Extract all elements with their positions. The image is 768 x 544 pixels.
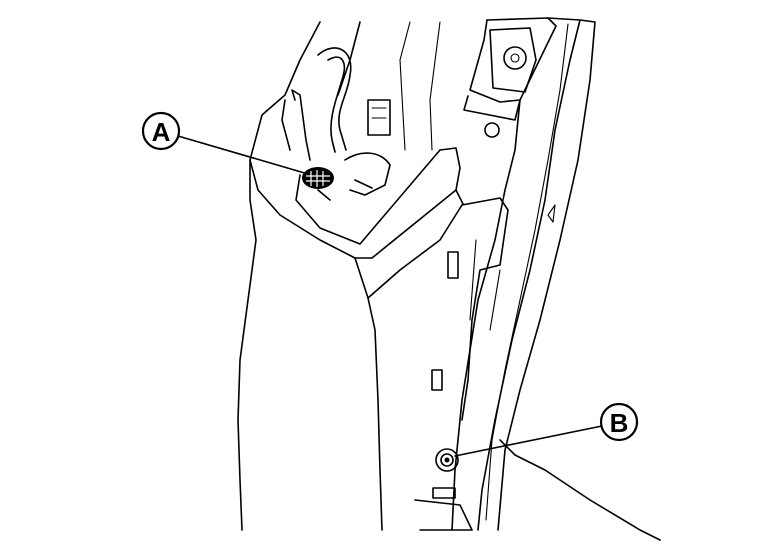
callout-a-label: A (152, 117, 171, 147)
upper-bolt-hole (503, 46, 527, 70)
clip-a (302, 167, 334, 189)
slot-2 (431, 369, 443, 391)
bracket-hole (484, 122, 500, 138)
callout-a-leader (177, 135, 309, 175)
callout-b-leader (454, 425, 603, 457)
callout-a-circle (141, 111, 181, 151)
clip-b (435, 448, 459, 472)
clip-a-body (302, 167, 334, 189)
trim-panel (237, 21, 509, 531)
slot-1 (447, 251, 459, 279)
pillar-panel (451, 17, 661, 541)
connector (367, 99, 391, 136)
callout-b-label: B (610, 408, 629, 438)
callout-b-circle (599, 402, 639, 442)
callout-a: A (141, 111, 309, 175)
clip-b-body (435, 448, 459, 472)
panel-slots (414, 251, 473, 531)
wire-harness (281, 47, 391, 201)
callout-b: B (454, 402, 639, 457)
slot-3 (432, 487, 456, 499)
upper-bracket (463, 19, 537, 138)
